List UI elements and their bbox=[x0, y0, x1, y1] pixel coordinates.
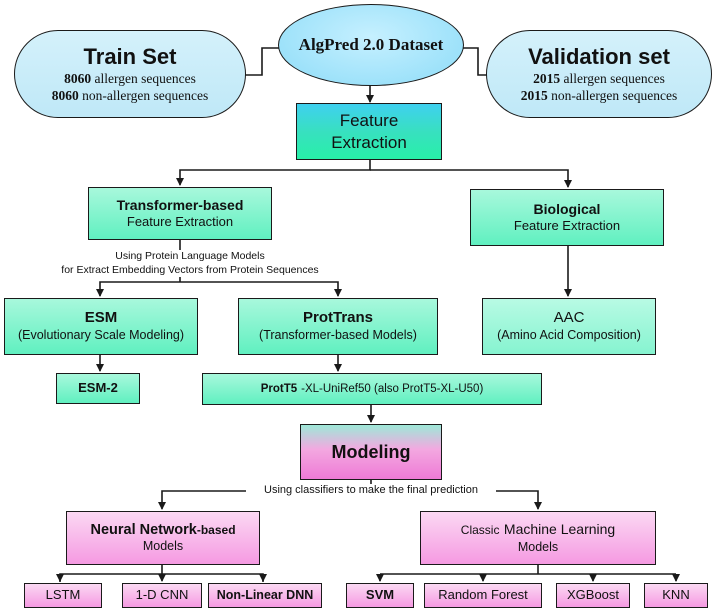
train-set-line-1: 8060 allergen sequences bbox=[64, 71, 196, 88]
svm-label: SVM bbox=[365, 587, 395, 603]
classifier-annotation: Using classifiers to make the final pred… bbox=[246, 484, 496, 496]
neural-network-title-rest: -based bbox=[196, 523, 236, 538]
prott5-node: ProtT5 -XL-UniRef50 (also ProtT5-XL-U50) bbox=[202, 373, 542, 405]
knn-label: KNN bbox=[662, 587, 690, 603]
esm-subtitle: (Evolutionary Scale Modeling) bbox=[17, 328, 185, 343]
train-nonallergen-count: 8060 bbox=[51, 87, 79, 103]
random-forest-node: Random Forest bbox=[424, 583, 542, 608]
prott5-rest: -XL-UniRef50 (also ProtT5-XL-U50) bbox=[301, 382, 484, 395]
feature-extraction-line-2: Extraction bbox=[331, 132, 407, 152]
dnn-node: Non-Linear DNN bbox=[208, 583, 322, 608]
prottrans-subtitle: (Transformer-based Models) bbox=[259, 328, 417, 343]
esm2-label: ESM-2 bbox=[78, 380, 118, 396]
validation-set-node: Validation set 2015 allergen sequences 2… bbox=[486, 30, 712, 118]
edge-transformer-esm bbox=[96, 281, 180, 297]
train-set-line-2: 8060 non-allergen sequences bbox=[52, 88, 208, 105]
transformer-feature-node: Transformer-based Feature Extraction bbox=[88, 187, 272, 240]
esm-title: ESM bbox=[84, 309, 118, 327]
neural-network-title-bold: Neural Network bbox=[90, 522, 197, 539]
aac-subtitle: (Amino Acid Composition) bbox=[497, 328, 641, 343]
modeling-label: Modeling bbox=[331, 441, 411, 462]
xgboost-node: XGBoost bbox=[556, 583, 630, 608]
modeling-node: Modeling bbox=[300, 424, 442, 480]
lstm-label: LSTM bbox=[45, 587, 81, 603]
aac-node: AAC (Amino Acid Composition) bbox=[482, 298, 656, 355]
edge-feature-branches bbox=[176, 160, 371, 186]
validation-allergen-count: 2015 bbox=[533, 70, 561, 86]
validation-set-line-2: 2015 non-allergen sequences bbox=[521, 88, 677, 105]
train-set-node: Train Set 8060 allergen sequences 8060 n… bbox=[14, 30, 246, 118]
train-nonallergen-label: non-allergen sequences bbox=[82, 87, 209, 103]
neural-network-subtitle: Models bbox=[142, 539, 184, 554]
prott5-bold: ProtT5 bbox=[260, 382, 298, 395]
cnn-node: 1-D CNN bbox=[122, 583, 202, 608]
validation-set-title: Validation set bbox=[528, 44, 670, 70]
transformer-subtitle: Feature Extraction bbox=[126, 214, 234, 230]
biological-title: Biological bbox=[533, 200, 601, 217]
classic-ml-subtitle: Models bbox=[517, 540, 559, 555]
edge-dataset-train bbox=[244, 47, 282, 76]
xgboost-label: XGBoost bbox=[566, 587, 620, 603]
edge-transformer-prottrans bbox=[180, 281, 342, 297]
train-allergen-label: allergen sequences bbox=[94, 70, 196, 86]
aac-title: AAC bbox=[553, 309, 585, 327]
validation-nonallergen-count: 2015 bbox=[520, 87, 548, 103]
knn-node: KNN bbox=[644, 583, 708, 608]
biological-feature-node: Biological Feature Extraction bbox=[470, 189, 664, 246]
classifier-annotation-text: Using classifiers to make the final pred… bbox=[264, 484, 478, 496]
prottrans-node: ProtTrans (Transformer-based Models) bbox=[238, 298, 438, 355]
biological-subtitle: Feature Extraction bbox=[513, 218, 621, 234]
plm-annotation: Using Protein Language Models for Extrac… bbox=[60, 250, 320, 278]
neural-network-node: Neural Network-based Models bbox=[66, 511, 260, 565]
validation-set-line-1: 2015 allergen sequences bbox=[533, 71, 665, 88]
transformer-title: Transformer-based bbox=[116, 196, 244, 213]
dataset-node: AlgPred 2.0 Dataset bbox=[278, 4, 464, 86]
prottrans-title: ProtTrans bbox=[302, 309, 374, 327]
dnn-label: Non-Linear DNN bbox=[216, 587, 314, 602]
feature-extraction-node: Feature Extraction bbox=[296, 103, 442, 160]
neural-network-title: Neural Network-based bbox=[90, 521, 235, 539]
dataset-title: AlgPred 2.0 Dataset bbox=[298, 35, 444, 55]
esm-node: ESM (Evolutionary Scale Modeling) bbox=[4, 298, 198, 355]
train-set-title: Train Set bbox=[83, 44, 177, 70]
classic-ml-title-plain: Classic bbox=[460, 523, 500, 538]
random-forest-label: Random Forest bbox=[438, 587, 528, 603]
classic-ml-title: Classic Machine Learning bbox=[461, 520, 615, 540]
validation-allergen-label: allergen sequences bbox=[563, 70, 665, 86]
classic-ml-title-rest: Machine Learning bbox=[503, 521, 616, 538]
validation-nonallergen-label: non-allergen sequences bbox=[551, 87, 678, 103]
classic-ml-node: Classic Machine Learning Models bbox=[420, 511, 656, 565]
plm-annotation-line-2: for Extract Embedding Vectors from Prote… bbox=[61, 263, 319, 276]
svm-node: SVM bbox=[346, 583, 414, 608]
plm-annotation-line-1: Using Protein Language Models bbox=[115, 250, 265, 262]
train-allergen-count: 8060 bbox=[64, 70, 92, 86]
esm2-node: ESM-2 bbox=[56, 373, 140, 404]
cnn-label: 1-D CNN bbox=[135, 587, 189, 603]
lstm-node: LSTM bbox=[24, 583, 102, 608]
feature-extraction-line-1: Feature bbox=[339, 111, 399, 131]
edge-feature-biological bbox=[370, 169, 572, 188]
